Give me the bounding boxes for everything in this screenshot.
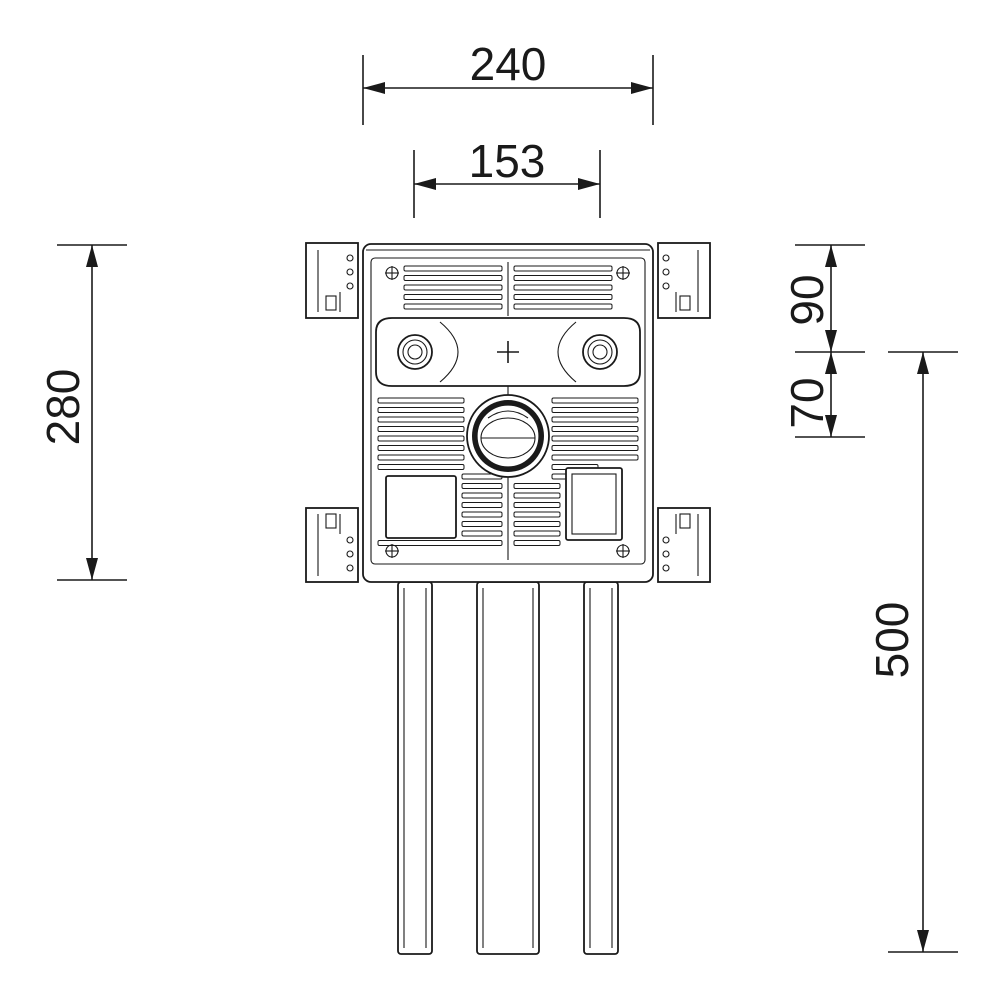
screw-icon [385,266,399,280]
rib-slot [403,294,503,300]
rib-slot [377,464,465,470]
rib-slot [403,275,503,281]
rib-slot [513,483,561,489]
dimension-label-280: 280 [37,369,89,446]
rib-slot [513,540,561,546]
screw-icon [385,544,399,558]
rib-slot [377,416,465,423]
mounting-brackets [305,242,711,583]
dimension-label-90: 90 [781,274,833,325]
rib-slot [551,435,639,442]
bracket-bottom-left [305,507,359,583]
rib-slot [461,511,503,518]
dimension-label-240: 240 [470,38,547,90]
rib-slot [513,275,613,281]
drain-outlet [466,394,550,478]
rib-slot [377,540,503,546]
rib-slot [513,521,561,527]
rib-slot [461,502,503,508]
screw-icon [616,544,630,558]
rib-slot [551,397,639,404]
rib-slot [513,294,613,300]
bracket-bottom-right [657,507,711,583]
rib-slot [461,521,503,527]
rib-slot [513,530,561,537]
screw-icon [616,266,630,280]
rib-slot [513,303,613,310]
center-crosshair-icon [497,341,519,363]
dimension-label-70: 70 [781,377,833,428]
rib-slot [403,265,503,272]
rib-slot [461,530,503,537]
pipe-center [476,581,540,955]
rib-slot [513,502,561,508]
rib-slot [513,511,561,518]
port-left [397,334,433,370]
dimension-label-500: 500 [866,602,918,679]
rib-slot [513,265,613,272]
mounting-plate [362,243,654,583]
dimension-overall-width: 240 [362,38,654,125]
dimension-label-153: 153 [469,135,546,187]
rib-slot [377,426,465,432]
rib-slot [377,397,465,404]
rib-slot [377,454,465,461]
bracket-top-right [657,242,711,319]
rib-slot [551,416,639,423]
pipe-right [583,581,619,955]
dimension-top-offsets: 90 70 [781,244,865,438]
cutout-left [385,475,457,539]
rib-slot [551,407,639,413]
rib-slot [403,303,503,310]
rib-slot [461,492,503,499]
plate-ribs [377,265,639,546]
dimension-hole-spacing: 153 [413,135,601,218]
dimension-frame-height: 280 [37,244,127,581]
rib-slot [377,445,465,451]
rib-slot [461,483,503,489]
rib-slot [377,407,465,413]
cutout-right [565,467,623,541]
rib-slot [513,492,561,499]
support-pipes [397,581,619,955]
bracket-top-left [305,242,359,319]
rib-slot [551,445,639,451]
rib-slot [403,284,503,291]
dimension-pipe-length: 500 [866,351,958,953]
rib-slot [513,284,613,291]
rib-slot [551,454,639,461]
rib-slot [377,435,465,442]
rib-slot [551,426,639,432]
port-right [582,334,618,370]
pipe-left [397,581,433,955]
